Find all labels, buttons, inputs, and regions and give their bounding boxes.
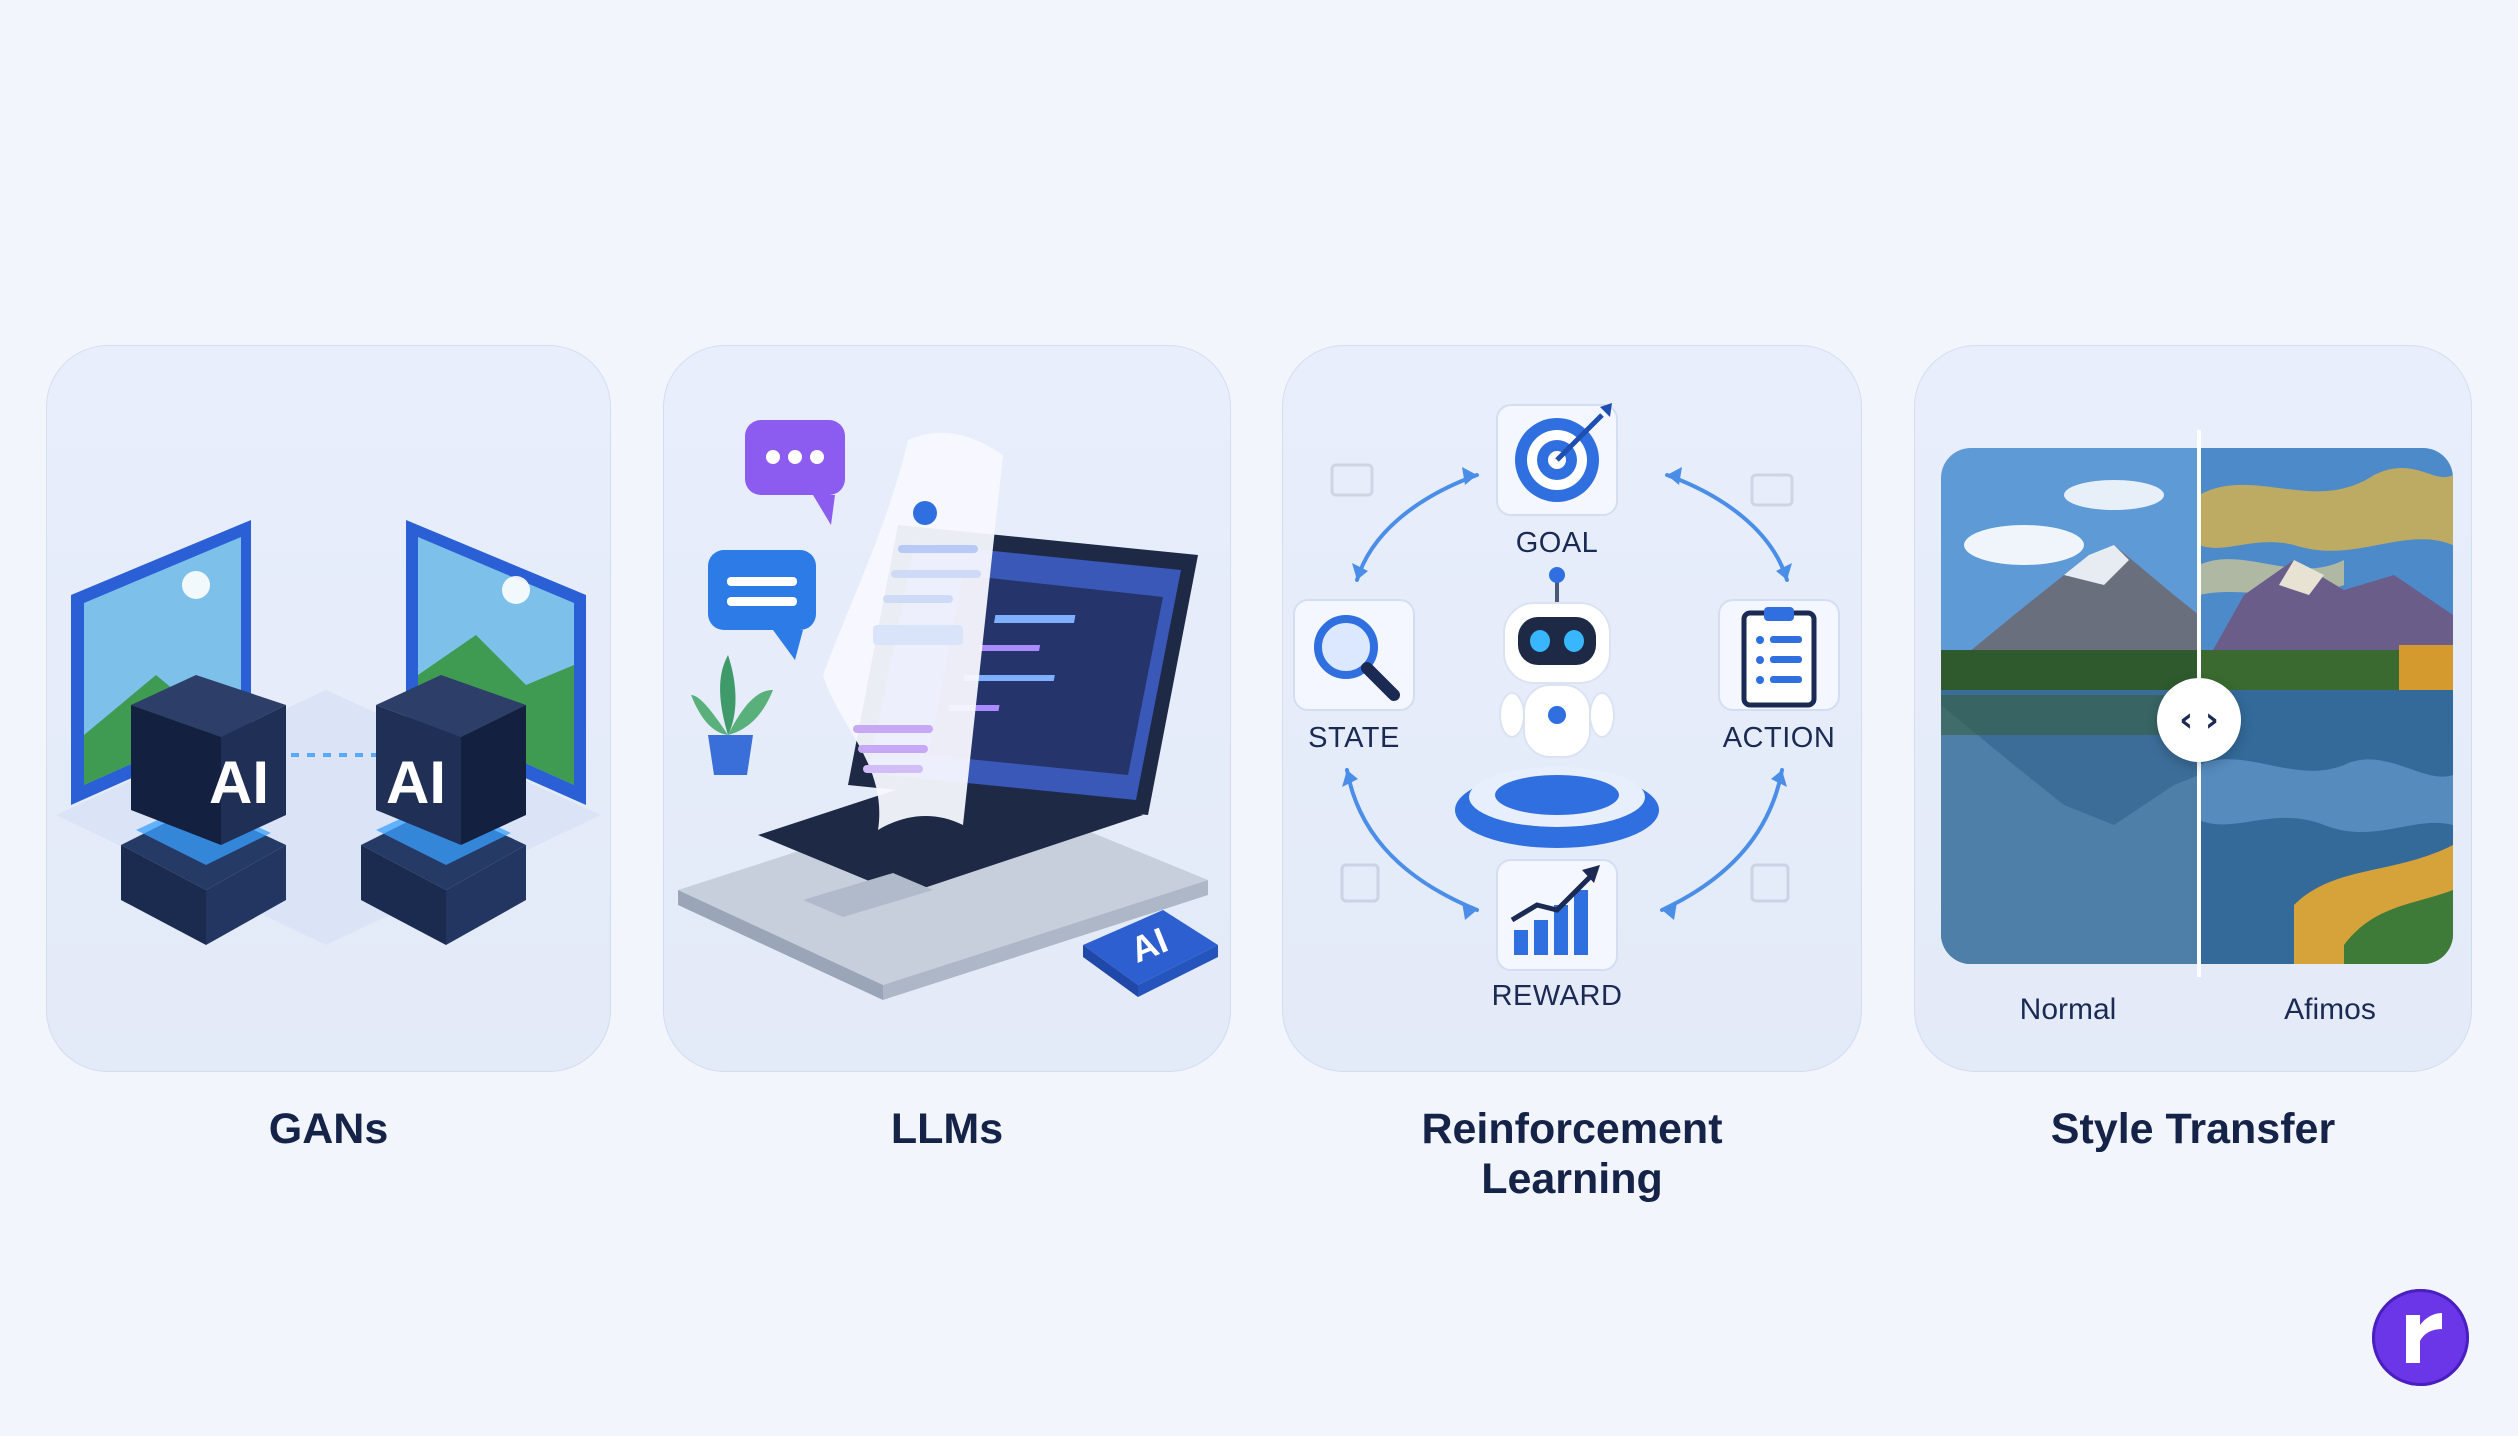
comparison-slider-handle[interactable]: ‹ › (2157, 678, 2241, 762)
normal-landscape-image (1941, 448, 2199, 964)
ai-chip-icon: AI (1083, 910, 1218, 997)
right-ai-cube-icon (376, 675, 526, 845)
style-transfer-title: Style Transfer (2050, 1105, 2336, 1153)
left-ai-text: AI (209, 749, 269, 816)
chat-bubble-purple-icon (745, 420, 845, 525)
reinforcement-learning-card[interactable]: GOAL STATE ACTION REWARD (1282, 345, 1862, 1072)
state-magnifier-icon (1293, 599, 1415, 711)
document-scroll-icon (823, 432, 1003, 830)
action-clipboard-icon (1718, 599, 1840, 711)
reinforcement-learning-title: Reinforcement Learning (1421, 1105, 1723, 1203)
robot-agent-icon (1455, 567, 1659, 848)
llms-title: LLMs (890, 1105, 1004, 1153)
llms-card[interactable]: AI (663, 345, 1231, 1072)
stylized-landscape-image (2199, 448, 2453, 964)
rl-state-label: STATE (1308, 722, 1400, 754)
rl-action-label: ACTION (1722, 722, 1836, 754)
afimos-label: Afimos (2284, 993, 2376, 1026)
normal-label: Normal (2019, 993, 2117, 1026)
reward-growth-chart-icon (1496, 859, 1618, 971)
style-transfer-comparison (1941, 430, 2453, 977)
chat-bubble-blue-icon (708, 550, 816, 660)
right-ai-text: AI (386, 749, 446, 816)
rl-goal-label: GOAL (1515, 527, 1599, 559)
style-transfer-card[interactable]: ‹ › Normal Afimos (1914, 345, 2472, 1072)
brand-r-logo-icon[interactable] (2372, 1289, 2469, 1386)
goal-target-icon (1496, 403, 1618, 516)
llms-illustration: AI (678, 420, 1218, 1000)
plant-icon (691, 655, 773, 775)
rl-cycle-illustration (1293, 403, 1840, 971)
left-ai-cube-icon (131, 675, 286, 845)
rl-reward-label: REWARD (1491, 980, 1623, 1012)
gans-illustration: AI AI (56, 520, 601, 945)
gans-card[interactable]: AI AI (46, 345, 611, 1072)
gans-title: GANs (268, 1105, 389, 1153)
